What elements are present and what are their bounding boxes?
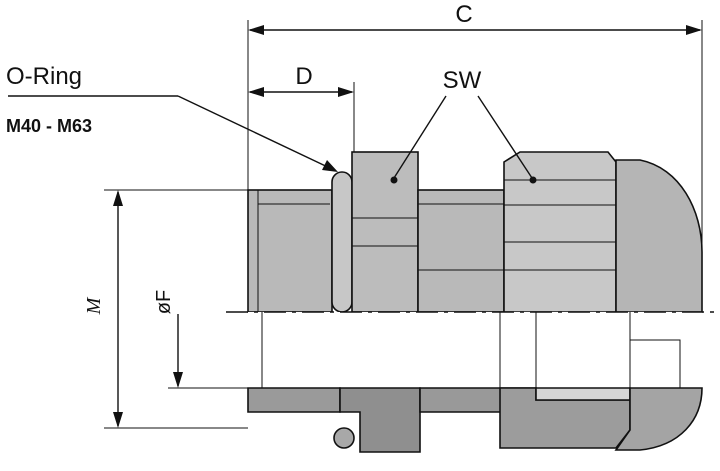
o-ring-callout: O-Ring M40 - M63 — [6, 63, 338, 172]
seal-bore-step — [629, 312, 681, 388]
dimension-d: D — [248, 63, 355, 152]
dimension-sw: SW — [390, 67, 537, 184]
sw-leader-2 — [477, 95, 533, 179]
seal-insert-section — [535, 387, 631, 401]
dimension-c: C — [247, 1, 703, 252]
cap-nut — [503, 151, 617, 313]
o-ring-leader-arrow — [322, 160, 338, 172]
o-ring — [331, 171, 353, 313]
dimension-m: M — [83, 189, 248, 429]
gland-body-section — [247, 312, 703, 453]
label-sw: SW — [443, 67, 482, 94]
label-o-ring: O-Ring — [6, 63, 82, 90]
sw-leader-1 — [393, 95, 447, 179]
label-d: D — [295, 63, 312, 90]
label-m: M — [83, 296, 105, 315]
middle-body — [417, 189, 505, 313]
sw-leader-dot-2 — [529, 176, 537, 184]
label-c: C — [455, 1, 472, 28]
c-arrow-right — [686, 25, 702, 35]
sw-leader-dot-1 — [390, 176, 398, 184]
dimension-f: øF — [153, 290, 540, 389]
d-arrow-right — [338, 87, 354, 97]
label-thread-range: M40 - M63 — [6, 116, 92, 136]
m-arrow-bottom — [113, 412, 123, 428]
thread-body — [247, 189, 333, 313]
gland-body-upper — [247, 151, 703, 313]
o-ring-leader-diagonal — [177, 95, 335, 171]
dome-section — [614, 387, 703, 451]
f-arrow-bottom — [173, 372, 183, 388]
nut-flange — [351, 151, 419, 313]
d-arrow-left — [248, 87, 264, 97]
inner-bore — [248, 312, 702, 388]
thread-wall-section — [247, 387, 341, 413]
dome-seal — [615, 159, 703, 313]
c-arrow-left — [248, 25, 264, 35]
o-ring-section — [333, 427, 355, 449]
label-f: øF — [153, 290, 175, 314]
m-arrow-top — [113, 190, 123, 206]
